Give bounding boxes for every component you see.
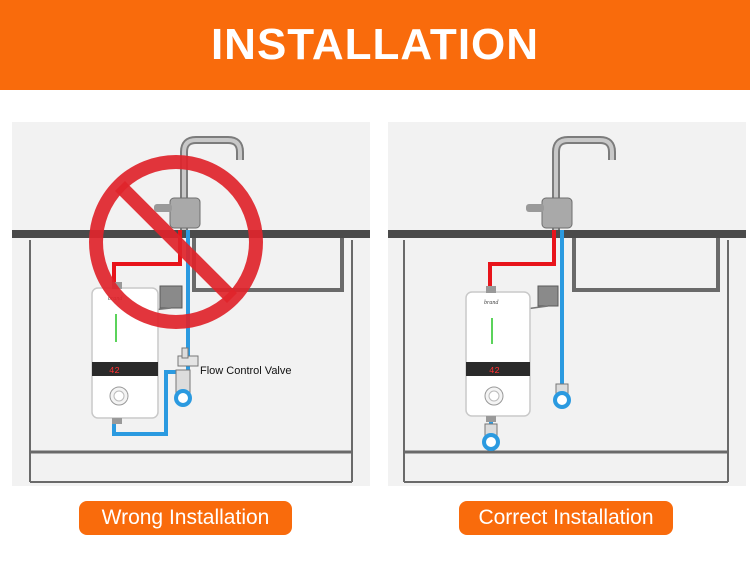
wrong-installation-diagram: Flow Control Valve brand 42 bbox=[12, 122, 370, 486]
scene-background bbox=[388, 122, 746, 486]
faucet-icon bbox=[526, 136, 616, 232]
countertop bbox=[388, 230, 746, 238]
power-outlet bbox=[537, 285, 559, 307]
banner-title: INSTALLATION bbox=[210, 20, 540, 69]
wrong-installation-text: Wrong Installation bbox=[101, 506, 270, 529]
cabinet bbox=[403, 240, 729, 483]
water-heater-unit: brand 42 bbox=[465, 286, 531, 422]
countertop bbox=[12, 230, 370, 238]
correct-installation-text: Correct Installation bbox=[478, 506, 654, 529]
cold-valve-icon bbox=[553, 383, 571, 409]
prohibition-icon bbox=[89, 155, 263, 329]
sink-basin bbox=[572, 238, 720, 292]
cabinet bbox=[29, 240, 353, 483]
heater-display: 42 bbox=[489, 366, 500, 376]
cold-inlet-pipe bbox=[112, 370, 188, 436]
heater-display: 42 bbox=[109, 366, 120, 376]
flow-control-valve-icon bbox=[174, 347, 199, 407]
correct-installation-diagram: brand 42 bbox=[388, 122, 746, 486]
scene-background bbox=[12, 122, 370, 486]
correct-installation-label: Correct Installation bbox=[459, 501, 673, 535]
power-outlet bbox=[159, 285, 183, 309]
hot-water-pipe bbox=[488, 230, 556, 290]
title-banner: INSTALLATION bbox=[0, 0, 750, 90]
inlet-valve-icon bbox=[482, 422, 500, 451]
faucet-icon bbox=[154, 136, 244, 232]
wrong-installation-label: Wrong Installation bbox=[79, 501, 292, 535]
svg-text:brand: brand bbox=[484, 300, 499, 306]
flow-control-valve-label: Flow Control Valve bbox=[200, 365, 292, 377]
